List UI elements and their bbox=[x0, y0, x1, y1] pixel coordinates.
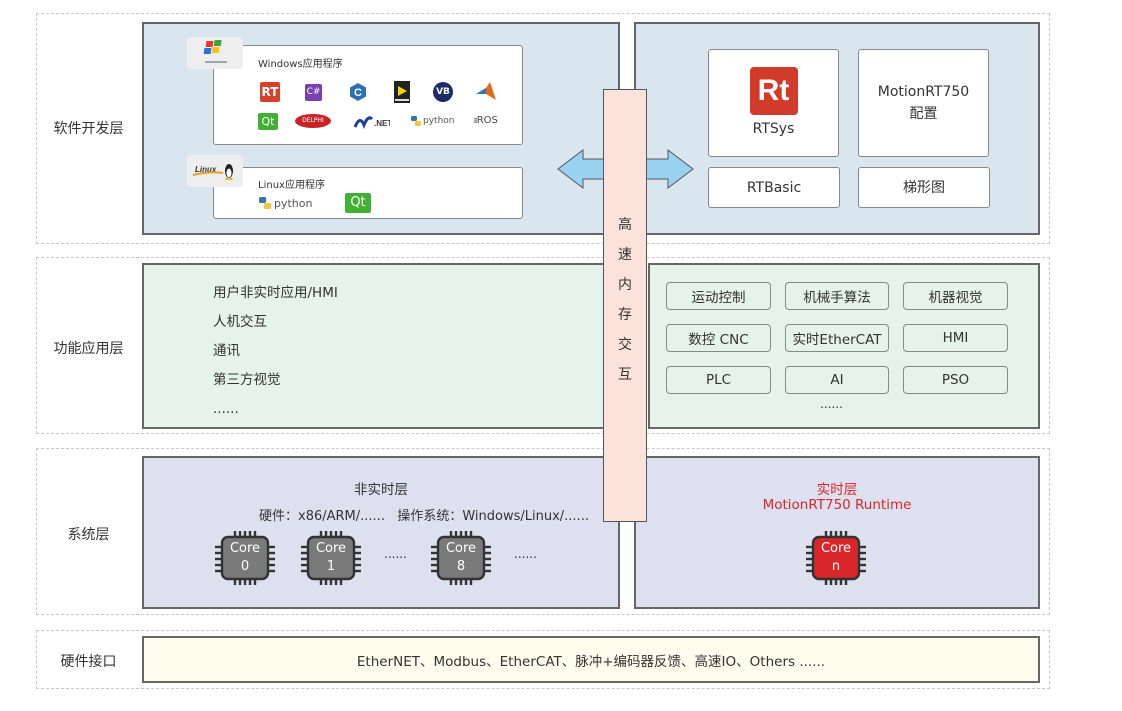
memory-bar-char: 互 bbox=[618, 367, 632, 383]
labview-logo-icon bbox=[394, 81, 410, 103]
svg-text:.NET: .NET bbox=[374, 119, 390, 128]
linux-qt-logo-icon: Qt bbox=[345, 193, 371, 213]
system-layer-label: 系统层 bbox=[67, 527, 110, 543]
core-label: Core bbox=[820, 541, 852, 556]
svg-text:Linux: Linux bbox=[195, 165, 217, 174]
memory-bar-char: 内 bbox=[618, 277, 632, 293]
function-left-panel bbox=[142, 263, 608, 429]
memory-bar-char: 高 bbox=[618, 217, 632, 233]
software-layer-label: 软件开发层 bbox=[53, 121, 124, 137]
linux-python-label: python bbox=[274, 196, 313, 210]
rt-subtitle: MotionRT750 Runtime bbox=[762, 497, 912, 513]
core-number: 8 bbox=[456, 559, 466, 574]
linux-apps-title: Linux应用程序 bbox=[258, 180, 325, 191]
motion-control-button[interactable]: 运动控制 bbox=[666, 282, 771, 310]
hardware-interfaces-panel: EtherNET、Modbus、EtherCAT、脉冲+编码器反馈、高速IO、O… bbox=[142, 636, 1040, 683]
cnc-button[interactable]: 数控 CNC bbox=[666, 324, 771, 352]
rtbasic-label: RTBasic bbox=[746, 179, 802, 196]
function-item: 人机交互 bbox=[213, 314, 267, 330]
windows-logo-icon bbox=[203, 40, 227, 63]
function-right-panel bbox=[648, 263, 1040, 429]
config-label-line2: 配置 bbox=[909, 106, 938, 122]
vb-logo-icon: VB bbox=[433, 82, 453, 102]
nonrt-title: 非实时层 bbox=[354, 482, 408, 498]
rtbasic-tool-box[interactable]: RTBasic bbox=[708, 167, 840, 208]
core-chip: Core 1 bbox=[298, 529, 364, 587]
right-arrow-icon bbox=[640, 148, 694, 190]
config-label-line1: MotionRT750 bbox=[877, 84, 970, 100]
pso-button[interactable]: PSO bbox=[903, 366, 1008, 394]
ros-label: ROS bbox=[476, 115, 498, 126]
ladder-label: 梯形图 bbox=[903, 179, 945, 196]
ladder-tool-box[interactable]: 梯形图 bbox=[858, 167, 990, 208]
hardware-layer-label: 硬件接口 bbox=[60, 654, 117, 670]
svg-text:C: C bbox=[354, 87, 362, 99]
core-ellipsis: ...... bbox=[384, 547, 407, 561]
function-item: 用户非实时应用/HMI bbox=[213, 285, 338, 301]
rt-logo-icon: RT bbox=[260, 82, 280, 102]
function-layer-label: 功能应用层 bbox=[53, 341, 124, 357]
qt-logo-icon: Qt bbox=[258, 113, 278, 130]
csharp-logo-icon: C# bbox=[305, 84, 322, 101]
cpu-chip-icon bbox=[431, 531, 491, 585]
rt-title: 实时层 bbox=[816, 482, 858, 498]
linux-tux-icon: Linux bbox=[192, 164, 233, 180]
cpp-logo-icon: C bbox=[348, 82, 368, 102]
rt-core-chip: Core n bbox=[803, 529, 869, 587]
core-number: 0 bbox=[240, 559, 250, 574]
cpu-chip-icon bbox=[301, 531, 361, 585]
rtsys-logo-icon: Rt bbox=[749, 66, 798, 115]
linux-python-logo-icon: python bbox=[259, 195, 319, 211]
dotnet-logo-icon: .NET bbox=[353, 114, 392, 130]
rtsys-label: RTSys bbox=[752, 120, 795, 137]
cpu-chip-icon bbox=[806, 531, 866, 585]
matlab-logo-icon bbox=[474, 80, 498, 102]
ethercat-button[interactable]: 实时EtherCAT bbox=[785, 324, 889, 352]
machine-vision-button[interactable]: 机器视觉 bbox=[903, 282, 1008, 310]
python-logo-icon: python bbox=[411, 114, 456, 128]
cpu-chip-icon bbox=[215, 531, 275, 585]
python-label: python bbox=[423, 116, 455, 126]
memory-bar-char: 交 bbox=[618, 337, 632, 353]
ai-button[interactable]: AI bbox=[785, 366, 889, 394]
ros-logo-icon: ⁞⁞⁞ROS bbox=[473, 115, 498, 126]
core-number: 1 bbox=[326, 559, 336, 574]
left-arrow-icon bbox=[557, 148, 605, 190]
memory-bar-char: 存 bbox=[618, 307, 632, 323]
windows-apps-title: Windows应用程序 bbox=[258, 59, 343, 70]
core-label: Core bbox=[315, 541, 347, 556]
function-left-list: 用户非实时应用/HMI 人机交互 通讯 第三方视觉 ...... bbox=[213, 279, 338, 424]
core-label: Core bbox=[229, 541, 261, 556]
nonrt-panel bbox=[142, 456, 620, 609]
motionrt750-config-box[interactable]: MotionRT750 配置 bbox=[858, 49, 989, 157]
hmi-button[interactable]: HMI bbox=[903, 324, 1008, 352]
core-number: n bbox=[831, 559, 841, 574]
rtsys-tool-box[interactable]: Rt RTSys bbox=[708, 49, 839, 157]
function-item: 第三方视觉 bbox=[213, 372, 281, 388]
function-more-ellipsis: ...... bbox=[820, 397, 843, 411]
core-chip: Core 0 bbox=[212, 529, 278, 587]
function-item: ...... bbox=[213, 401, 239, 417]
core-ellipsis: ...... bbox=[514, 547, 537, 561]
memory-bar-char: 速 bbox=[618, 247, 632, 263]
plc-button[interactable]: PLC bbox=[666, 366, 771, 394]
delphi-logo-icon: DELPHI bbox=[295, 114, 331, 128]
robot-algorithm-button[interactable]: 机械手算法 bbox=[785, 282, 889, 310]
windows-badge bbox=[187, 37, 243, 69]
linux-badge: Linux bbox=[187, 155, 243, 187]
function-item: 通讯 bbox=[213, 343, 240, 359]
core-chip: Core 8 bbox=[428, 529, 494, 587]
hardware-interfaces-text: EtherNET、Modbus、EtherCAT、脉冲+编码器反馈、高速IO、O… bbox=[356, 653, 826, 670]
core-label: Core bbox=[445, 541, 477, 556]
nonrt-subtitle: 硬件：x86/ARM/...... 操作系统：Windows/Linux/...… bbox=[259, 509, 589, 524]
high-speed-memory-bar: 高 速 内 存 交 互 bbox=[603, 89, 647, 522]
